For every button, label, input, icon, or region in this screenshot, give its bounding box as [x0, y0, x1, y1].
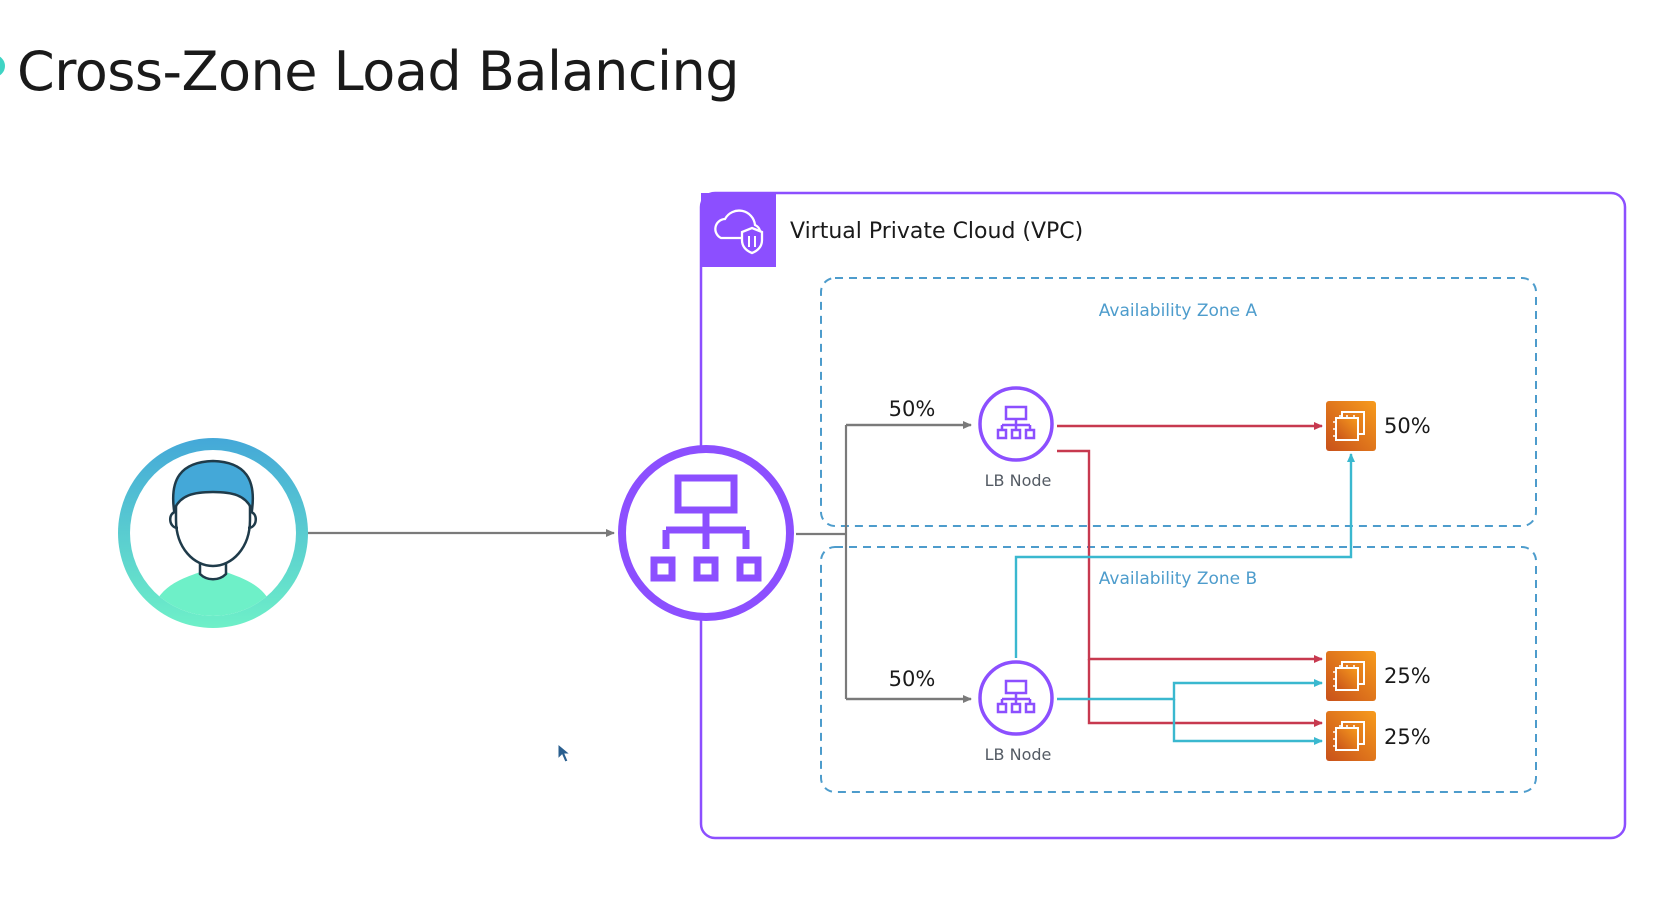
vpc-boundary [699, 191, 1627, 840]
title-accent-dot [0, 55, 5, 77]
ec2-instance-2-icon [1325, 650, 1377, 702]
node-a-to-instance-2-arrow [1057, 449, 1323, 663]
node-b-share-label: 50% [889, 667, 936, 691]
availability-zone-b [820, 546, 1537, 793]
node-b-to-instance-1-arrow [1014, 453, 1355, 658]
availability-zone-a [820, 277, 1537, 527]
node-b-to-instance-2-arrow [1057, 679, 1323, 701]
instance-3-share-label: 25% [1384, 725, 1431, 749]
vpc-label: Virtual Private Cloud (VPC) [790, 219, 1083, 244]
vpc-cloud-shield-icon [701, 193, 776, 267]
lb-split-lines [796, 423, 971, 701]
user-avatar-icon [118, 438, 308, 628]
instance-2-share-label: 25% [1384, 664, 1431, 688]
zone-a-label: Availability Zone A [1099, 301, 1258, 321]
instance-1-share-label: 50% [1384, 414, 1431, 438]
node-b-to-instance-3-arrow [1172, 699, 1323, 745]
ec2-instance-3-icon [1325, 710, 1377, 762]
ec2-instance-1-icon [1325, 400, 1377, 452]
zone-b-label: Availability Zone B [1099, 569, 1257, 589]
load-balancer-icon [618, 445, 794, 621]
lb-node-b-label: LB Node [985, 745, 1052, 764]
lb-node-a-icon [978, 386, 1054, 462]
mouse-cursor-icon [557, 742, 572, 763]
lb-node-b-icon [978, 660, 1054, 736]
node-a-to-instance-3-arrow [1087, 659, 1323, 727]
page-title: Cross-Zone Load Balancing [17, 40, 740, 103]
node-a-share-label: 50% [889, 397, 936, 421]
lb-node-a-label: LB Node [985, 471, 1052, 490]
